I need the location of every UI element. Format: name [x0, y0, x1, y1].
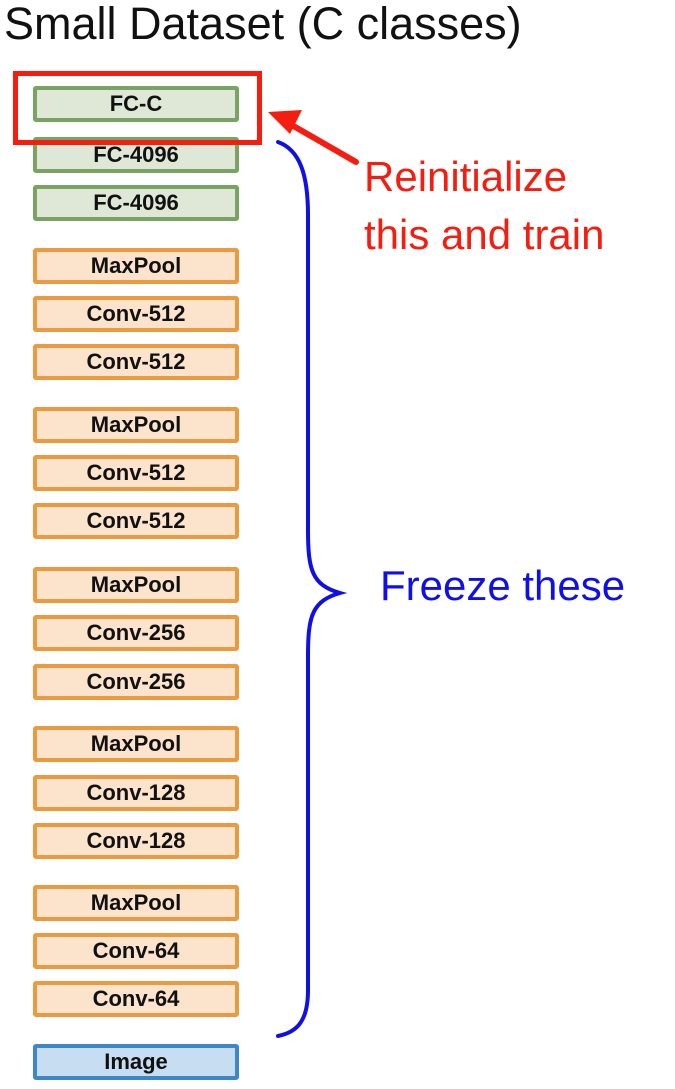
reinitialize-annotation: Reinitialize this and train [364, 148, 604, 264]
layer-fc-4096-b: FC-4096 [33, 185, 239, 221]
layer-maxpool-1: MaxPool [33, 885, 239, 921]
layer-fc-c: FC-C [33, 86, 239, 122]
layer-conv-128-a: Conv-128 [33, 823, 239, 859]
layer-maxpool-2: MaxPool [33, 726, 239, 762]
layer-conv-512-a: Conv-512 [33, 503, 239, 539]
reinitialize-line-1: Reinitialize [364, 153, 568, 200]
layer-conv-512-c: Conv-512 [33, 344, 239, 380]
layer-maxpool-3: MaxPool [33, 567, 239, 603]
layer-conv-512-d: Conv-512 [33, 296, 239, 332]
layer-conv-512-b: Conv-512 [33, 455, 239, 491]
highlight-box-fc-c [13, 71, 262, 145]
layer-maxpool-5: MaxPool [33, 248, 239, 284]
layer-conv-256-b: Conv-256 [33, 615, 239, 651]
layer-conv-256-a: Conv-256 [33, 664, 239, 700]
reinitialize-line-2: this and train [364, 211, 605, 258]
layer-image-input: Image [33, 1044, 239, 1080]
layer-conv-128-b: Conv-128 [33, 775, 239, 811]
red-arrow-icon [268, 110, 359, 165]
layer-conv-64-a: Conv-64 [33, 981, 239, 1017]
layer-maxpool-4: MaxPool [33, 407, 239, 443]
curly-brace-icon [276, 140, 348, 1038]
layer-conv-64-b: Conv-64 [33, 933, 239, 969]
freeze-annotation: Freeze these [380, 562, 626, 609]
diagram-title: Small Dataset (C classes) [4, 0, 522, 49]
